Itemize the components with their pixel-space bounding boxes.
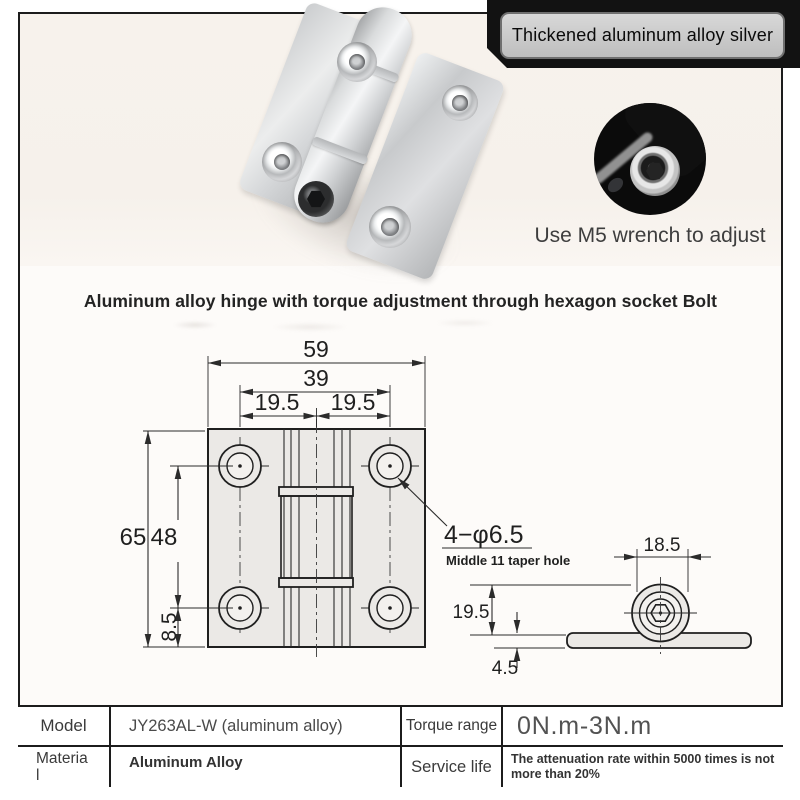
hex-socket-end — [298, 181, 334, 217]
spec-material-label: Materia l — [18, 747, 111, 787]
spec-material-value: Aluminum Alloy — [111, 747, 402, 787]
screw-hole — [442, 85, 478, 121]
spec-torque-label: Torque range — [402, 707, 503, 747]
section-title: Aluminum alloy hinge with torque adjustm… — [83, 291, 718, 311]
watermark — [150, 316, 550, 334]
hex-socket-photo — [594, 103, 706, 215]
spec-service-label: Service life — [402, 747, 503, 787]
screw-hole — [337, 42, 377, 82]
spec-table: Model JY263AL-W (aluminum alloy) Torque … — [18, 705, 783, 787]
screw-hole — [262, 142, 302, 182]
spec-model-value: JY263AL-W (aluminum alloy) — [111, 707, 402, 747]
spec-model-label: Model — [18, 707, 111, 747]
spec-service-value: The attenuation rate within 5000 times i… — [511, 752, 775, 781]
screw-hole — [369, 206, 411, 248]
wrench-note: Use M5 wrench to adjust — [534, 224, 766, 247]
hex-socket-washer — [630, 146, 680, 196]
banner-label: Thickened aluminum alloy silver — [500, 12, 785, 59]
corner-banner: Thickened aluminum alloy silver — [487, 0, 800, 68]
hinge-photo — [225, 0, 506, 306]
spec-torque-value: 0N.m-3N.m — [503, 707, 783, 747]
